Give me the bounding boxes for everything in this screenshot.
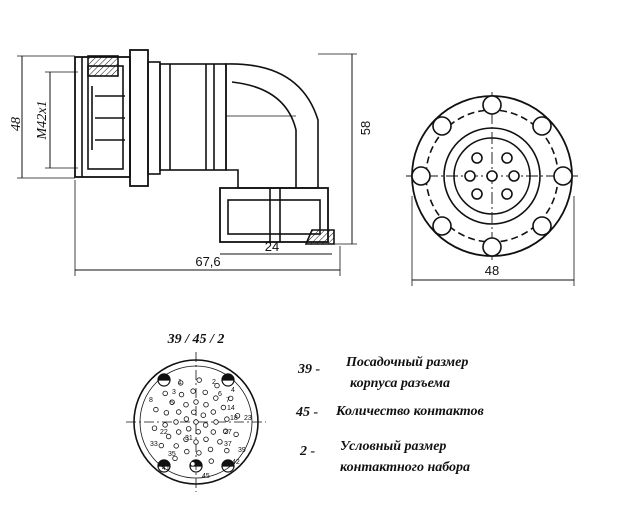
legend-text-3b: контактного набора: [340, 460, 470, 475]
contact-pin: [183, 402, 189, 408]
pin-label: 42: [232, 459, 240, 466]
pin-label: 23: [244, 415, 252, 422]
contact-pin: [158, 442, 164, 449]
contact-pin: [183, 416, 190, 422]
contact-pin: [208, 458, 214, 464]
contact-pin: [202, 422, 209, 428]
contact-pin: [213, 395, 219, 401]
pin-label: 1: [178, 379, 182, 386]
dim-height-left: 48: [9, 117, 24, 131]
contact-pin: [183, 436, 189, 442]
contact-pin: [191, 409, 197, 415]
pin-label: 22: [160, 429, 168, 436]
contact-pin: [185, 426, 192, 432]
contact-pin: [193, 439, 199, 445]
contact-pin: [203, 436, 209, 442]
dim-height-right: 58: [358, 121, 373, 135]
contact-pin: [210, 409, 216, 415]
front-view: [406, 92, 578, 286]
contact-pin: [217, 439, 223, 445]
contact-pin: [175, 409, 182, 415]
pin-label: 6: [218, 391, 222, 398]
contact-pin: [222, 428, 229, 434]
contact-pin: [190, 461, 196, 467]
pin-labels: 1 2 3 4 5 6 7 8 14 18 22 23 27 31 33 35 …: [149, 379, 252, 480]
contact-pin: [224, 447, 230, 454]
legend-num-3: 2 -: [299, 444, 316, 459]
contact-pin: [169, 399, 175, 405]
contact-pin: [173, 443, 179, 449]
contact-pin: [203, 402, 209, 408]
contact-pin: [196, 450, 202, 456]
pin-label: 41: [162, 465, 170, 472]
pin-label: 35: [168, 451, 176, 458]
legend-text-1b: корпуса разъема: [350, 376, 450, 391]
contact-pin: [220, 404, 227, 411]
pin-label: 8: [149, 397, 153, 404]
contact-pin: [153, 406, 159, 413]
contact-pin: [175, 429, 182, 435]
contact-pin: [214, 382, 220, 389]
contact-pin: [163, 410, 170, 416]
contact-pin: [177, 380, 184, 386]
contact-pin: [162, 390, 168, 397]
legend-text-2: Количество контактов: [335, 404, 484, 419]
legend-num-1: 39 -: [297, 362, 321, 377]
contact-pin: [190, 388, 196, 394]
legend-num-2: 45 -: [295, 405, 319, 420]
pin-label: 4: [231, 387, 235, 394]
pin-label: 37: [224, 441, 232, 448]
contact-pin: [207, 446, 214, 453]
contact-pin: [173, 419, 179, 425]
pin-label: 2: [212, 379, 216, 386]
pin-label: 31: [185, 435, 193, 442]
contact-pin: [151, 425, 158, 431]
side-view: [17, 49, 357, 276]
dim-length: 67,6: [195, 254, 220, 269]
contact-pins: [151, 377, 241, 467]
contact-pin: [193, 419, 199, 425]
contact-pin: [196, 377, 202, 383]
contact-pin: [195, 429, 201, 435]
pin-label: 5: [170, 400, 174, 407]
connector-code: 39 / 45 / 2: [167, 332, 225, 347]
contact-pin: [202, 389, 208, 396]
contact-pin: [193, 399, 199, 405]
contact-pin: [227, 395, 234, 402]
dim-face-diameter: 48: [485, 263, 499, 278]
dim-nut: 24: [265, 239, 279, 254]
pin-label: 39: [238, 447, 246, 454]
pin-label: 45: [202, 473, 210, 480]
pin-label: 27: [224, 429, 232, 436]
contact-pin: [200, 412, 206, 418]
contact-pin: [233, 431, 239, 438]
contact-pin: [178, 391, 185, 398]
legend-text-1a: Посадочный размер: [345, 355, 468, 370]
contact-pin: [184, 448, 190, 455]
contact-pin: [234, 413, 241, 419]
contact-pin: [165, 433, 172, 440]
contact-pin: [210, 429, 216, 435]
contact-layout: [126, 352, 266, 492]
contact-pin: [172, 455, 178, 462]
contact-pin: [224, 416, 230, 422]
pin-label: 7: [226, 397, 230, 404]
pin-label: 18: [230, 415, 238, 422]
contact-pin: [213, 419, 219, 425]
pin-label: 33: [150, 441, 158, 448]
legend-text-3a: Условный размер: [340, 439, 446, 454]
pin-label: 14: [227, 405, 235, 412]
dim-thread: M42x1: [35, 101, 50, 141]
pin-label: 3: [172, 389, 176, 396]
legend: 39 - Посадочный размер корпуса разъема 4…: [295, 355, 484, 475]
contact-pin: [162, 422, 168, 428]
